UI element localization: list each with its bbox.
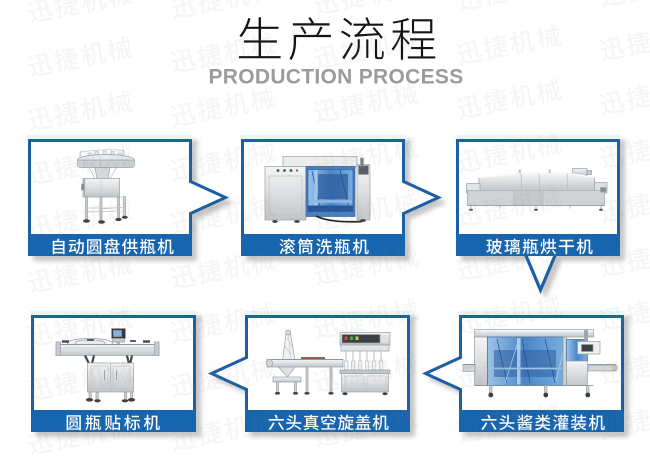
svg-text:PRODUCTION PROCESS: PRODUCTION PROCESS — [208, 66, 463, 89]
